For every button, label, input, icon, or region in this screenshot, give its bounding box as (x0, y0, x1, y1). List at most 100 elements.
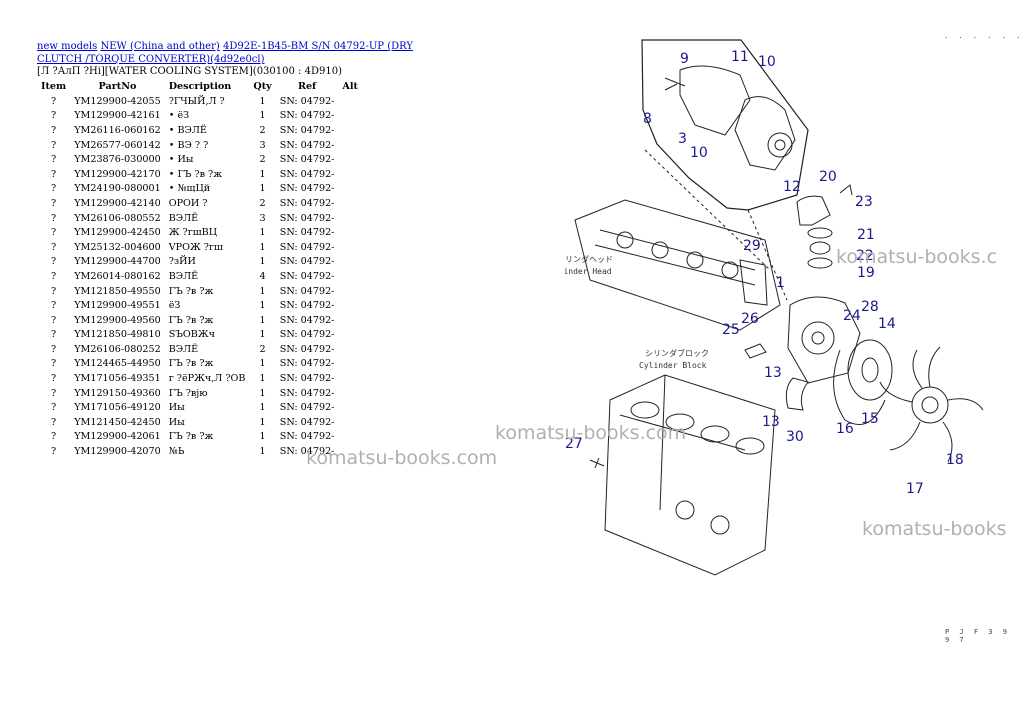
cell-item: ? (51, 270, 57, 282)
cell-description: ОРОИ ? (168, 197, 208, 209)
cell-description: • ВЭЛЁ (168, 124, 207, 136)
cell-partno: YM129900-42450 (74, 227, 161, 239)
cell-description: • ВЭ ? ? (168, 139, 209, 151)
cell-ref: SN: 04792- (279, 139, 335, 151)
callout-16: 16 (836, 421, 854, 437)
cell-partno: YM121450-42450 (74, 416, 161, 428)
callout-13b: 13 (762, 414, 780, 430)
col-item: Item (41, 81, 67, 92)
cell-alt (338, 269, 362, 284)
cell-ref: SN: 04792- (279, 446, 335, 458)
cell-item: ? (51, 168, 57, 180)
callout-15: 15 (861, 411, 879, 427)
cell-qty: 2 (259, 197, 266, 209)
cell-alt (338, 386, 362, 401)
cell-partno: YM129900-42170 (74, 168, 161, 180)
callout-10: 10 (758, 54, 776, 70)
cell-ref: SN: 04792- (279, 168, 335, 180)
cell-alt (338, 240, 362, 255)
cell-ref: SN: 04792- (279, 154, 335, 166)
cell-qty: 1 (259, 416, 266, 428)
cell-item: ? (51, 358, 57, 370)
breadcrumb-link-model[interactable]: 4D92E-1B45-BM S/N 04792-UP (DRY CLUTCH /… (37, 41, 413, 65)
watermark-4: komatsu-books (862, 518, 1007, 540)
cooling-fan-hub (911, 386, 949, 424)
cell-alt (338, 109, 362, 124)
cell-qty: 2 (259, 343, 266, 355)
cell-item: ? (51, 416, 57, 428)
cell-partno: YM171056-49120 (74, 402, 161, 414)
cell-item: ? (51, 343, 57, 355)
cell-qty: 1 (259, 227, 266, 239)
cell-qty: 1 (259, 285, 266, 297)
cell-alt (338, 255, 362, 270)
watermark-3: komatsu-books.com (306, 447, 498, 469)
cell-qty: 1 (259, 446, 266, 458)
cell-description: ГЪ ?в ?ж (168, 358, 214, 370)
cell-item: ? (51, 314, 57, 326)
callout-14: 14 (878, 316, 896, 332)
cell-partno: YM26106-080552 (74, 212, 161, 224)
col-description: Description (168, 81, 232, 92)
cell-qty: 1 (259, 110, 266, 122)
breadcrumb-link-new-models[interactable]: new models (37, 41, 98, 52)
cell-item: ? (51, 183, 57, 195)
callout-19: 19 (857, 265, 875, 281)
cell-ref: SN: 04792- (279, 124, 335, 136)
cell-partno: YM171056-49351 (74, 373, 161, 385)
cell-item: ? (51, 373, 57, 385)
cell-alt (338, 357, 362, 372)
cell-partno: YM26577-060142 (74, 139, 161, 151)
cell-alt (338, 400, 362, 415)
cell-ref: SN: 04792- (279, 358, 335, 370)
callout-28: 28 (861, 299, 879, 315)
cell-description: ?зЙИ (168, 256, 196, 268)
cell-description: ГЪ ?в ?ж (168, 314, 214, 326)
cylinder-head-label: Cylinder Head (565, 267, 612, 276)
callout-9: 9 (680, 51, 689, 67)
cell-item: ? (51, 139, 57, 151)
cell-partno: YM26116-060162 (74, 124, 161, 136)
cell-item: ? (51, 300, 57, 312)
corner-mark-top: . . . . . . (944, 32, 1024, 40)
callout-23: 23 (855, 194, 873, 210)
thermostat-elbow (796, 195, 831, 226)
cell-ref: SN: 04792- (279, 197, 335, 209)
cell-description: ёЗ (168, 300, 181, 312)
col-ref: Ref (297, 81, 317, 92)
cell-ref: SN: 04792- (279, 285, 335, 297)
breadcrumb-link-new-china[interactable]: NEW (China and other) (100, 41, 220, 52)
cell-description: Иы (168, 416, 185, 428)
cell-description: • Иы (168, 154, 194, 166)
cell-description: ГЪ ?в ?ж (168, 285, 214, 297)
cylinder-block-jp-label: シリンダブロック (645, 348, 709, 358)
parts-table: Item PartNo Description Qty Ref Alt ?YM1… (37, 79, 362, 459)
cell-item: ? (51, 402, 57, 414)
gasket-plate (739, 259, 768, 306)
cell-alt (338, 196, 362, 211)
cell-item: ? (51, 110, 57, 122)
cell-qty: 1 (259, 402, 266, 414)
callout-26: 26 (741, 311, 759, 327)
cell-qty: 1 (259, 168, 266, 180)
cell-ref: SN: 04792- (279, 329, 335, 341)
callout-3: 3 (678, 131, 687, 147)
cell-ref: SN: 04792- (279, 227, 335, 239)
callout-8: 8 (643, 111, 652, 127)
cell-partno: YM129900-44700 (74, 256, 161, 268)
cell-ref: SN: 04792- (279, 95, 335, 107)
cell-partno: YM129900-42140 (74, 197, 161, 209)
cell-item: ? (51, 387, 57, 399)
cell-ref: SN: 04792- (279, 183, 335, 195)
